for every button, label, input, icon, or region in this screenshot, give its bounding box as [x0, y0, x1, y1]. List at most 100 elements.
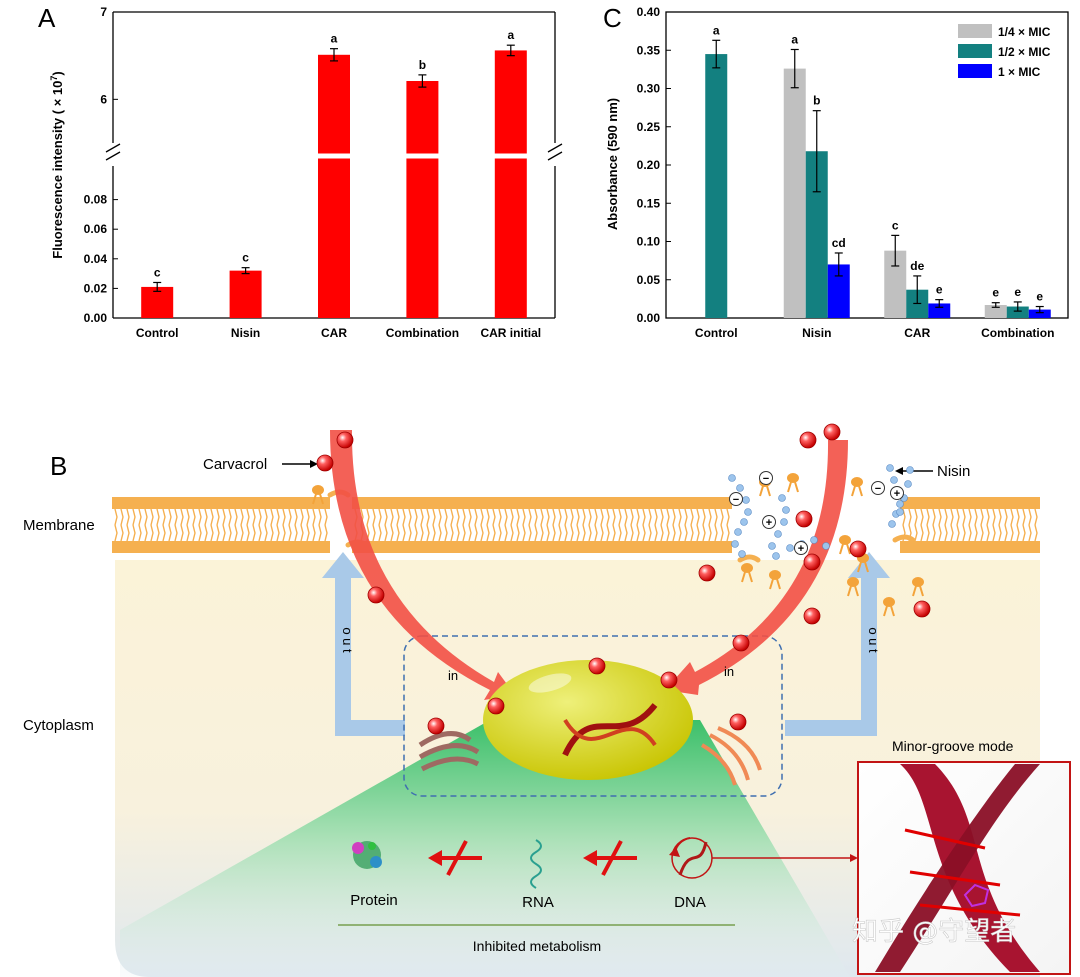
c-significance-letter: e	[1036, 290, 1043, 304]
a-y-tick-label: 6	[100, 92, 107, 106]
a-significance-letter: b	[419, 58, 426, 72]
a-y-tick-label: 0.02	[84, 281, 108, 295]
c-legend-swatch	[958, 64, 992, 78]
a-bar	[494, 50, 527, 318]
panel-a: A Fluorescence intensity ( × 107) 0.000.…	[38, 3, 563, 340]
out-label-right: o u t	[866, 627, 881, 653]
zoom-pointer-head	[850, 854, 858, 862]
dna-helix-icon	[562, 703, 658, 757]
c-x-tick-label: CAR	[904, 326, 930, 340]
c-significance-letter: e	[992, 286, 999, 300]
cell-interior-box	[403, 635, 783, 797]
carvacrol-pointer-head	[310, 460, 318, 468]
c-y-tick-label: 0.10	[637, 235, 661, 249]
c-y-tick-label: 0.20	[637, 158, 661, 172]
a-axis-break-mark	[547, 143, 563, 153]
out-arrow-left	[322, 552, 405, 736]
svg-text:+: +	[766, 517, 772, 529]
c-significance-letter: de	[910, 259, 924, 273]
membrane-top-left	[112, 497, 330, 509]
c-bar	[1006, 306, 1029, 318]
protein-icon	[352, 841, 382, 869]
a-x-tick-label: CAR	[321, 326, 347, 340]
c-legend-label: 1/4 × MIC	[998, 25, 1051, 39]
c-significance-letter: a	[713, 23, 720, 37]
c-y-tick-label: 0.40	[637, 5, 661, 19]
out-label-left: o u t	[340, 627, 355, 653]
c-x-tick-label: Combination	[981, 326, 1054, 340]
membrane-bottom-left	[112, 541, 330, 553]
a-y-tick-label: 0.06	[84, 222, 108, 236]
panel-a-letter: A	[38, 3, 56, 33]
c-y-tick-label: 0.05	[637, 273, 661, 287]
rna-label: RNA	[522, 894, 554, 911]
svg-text:+: +	[798, 543, 804, 555]
membrane-bottom-middle	[352, 541, 732, 553]
c-legend-label: 1 × MIC	[998, 65, 1041, 79]
c-bar	[783, 68, 806, 318]
rna-icon	[530, 839, 542, 889]
membrane-label: Membrane	[23, 517, 95, 534]
a-bar	[406, 80, 439, 318]
inhibit-arrow-rna-protein	[428, 840, 482, 876]
panel-c: C Absorbance (590 nm) 0.000.050.100.150.…	[603, 3, 1069, 340]
c-y-tick-label: 0.15	[637, 196, 661, 210]
lipid-ii-molecules	[312, 473, 924, 617]
protein-label: Protein	[350, 892, 398, 909]
ribosome-left-icon	[418, 731, 480, 772]
panel-c-legend: 1/4 × MIC 1/2 × MIC 1 × MIC	[958, 24, 1051, 79]
watermark: 知乎 @守望者	[852, 917, 1016, 947]
in-label-right: in	[724, 664, 734, 679]
ribosome-right-icon	[700, 726, 762, 786]
in-arrow-left	[330, 430, 515, 700]
a-x-tick-label: Combination	[386, 326, 459, 340]
nucleoid-highlight	[528, 673, 572, 693]
c-bar	[705, 54, 728, 318]
a-x-tick-label: CAR initial	[480, 326, 541, 340]
c-bar	[827, 264, 850, 318]
membrane-bottom-right	[900, 541, 1040, 553]
c-significance-letter: c	[892, 218, 899, 232]
a-bar	[229, 270, 262, 318]
panel-b-diagram: B Membrane Cytoplasm o u t o u t in in	[23, 423, 1071, 977]
c-bar	[805, 151, 828, 318]
svg-text:−: −	[875, 483, 881, 495]
c-bar	[928, 303, 951, 318]
a-bar	[141, 286, 174, 318]
c-y-tick-label: 0.35	[637, 43, 661, 57]
lipid-tails	[114, 489, 1038, 563]
c-significance-letter: b	[813, 94, 820, 108]
minor-groove-label: Minor-groove mode	[892, 738, 1014, 754]
inhibit-arrow-dna-rna	[583, 840, 637, 876]
panel-a-bars: c c a b a	[141, 28, 528, 318]
nisin-label: Nisin	[937, 463, 970, 480]
a-significance-letter: a	[507, 28, 514, 42]
charge-markers: −−+++−	[729, 471, 904, 555]
a-significance-letter: a	[331, 32, 338, 46]
inhibited-metabolism-label: Inhibited metabolism	[473, 938, 601, 954]
c-y-tick-label: 0.30	[637, 82, 661, 96]
c-legend-swatch	[958, 24, 992, 38]
c-significance-letter: cd	[832, 236, 846, 250]
a-x-tick-label: Nisin	[231, 326, 260, 340]
a-significance-letter: c	[154, 265, 161, 279]
a-bar-break	[317, 153, 351, 159]
c-y-tick-label: 0.25	[637, 120, 661, 134]
c-legend-swatch	[958, 44, 992, 58]
c-legend-label: 1/2 × MIC	[998, 45, 1051, 59]
svg-text:−: −	[733, 494, 739, 506]
membrane-top-right	[900, 497, 1040, 509]
c-bar	[984, 304, 1007, 318]
c-y-tick-label: 0.00	[637, 311, 661, 325]
nisin-pointer-head	[895, 467, 903, 475]
svg-text:+: +	[894, 488, 900, 500]
a-significance-letter: c	[242, 251, 249, 265]
cell-membrane	[112, 489, 1040, 563]
panel-b-letter: B	[50, 451, 67, 481]
panel-c-y-axis-label: Absorbance (590 nm)	[605, 98, 620, 230]
carvacrol-label: Carvacrol	[203, 456, 267, 473]
c-significance-letter: e	[1014, 285, 1021, 299]
